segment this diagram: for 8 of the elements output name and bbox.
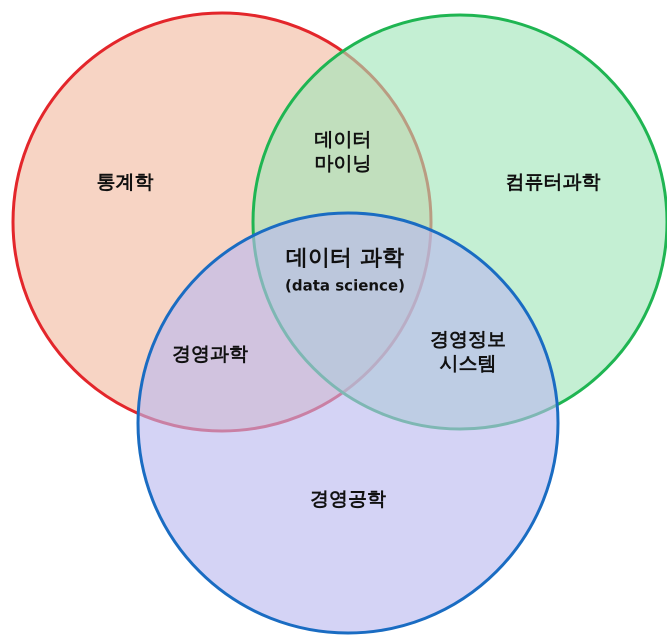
- overlap-label: 경영정보 시스템: [429, 328, 507, 376]
- overlap-label: 데이터 마이닝: [314, 128, 372, 176]
- set-label: 컴퓨터과학: [506, 171, 600, 195]
- overlap-label: 데이터 과학: [285, 244, 405, 272]
- set-label: 통계학: [96, 171, 154, 195]
- overlap-label: 경영과학: [171, 343, 249, 367]
- overlap-label: (data science): [284, 276, 406, 296]
- set-label: 경영공학: [310, 488, 386, 512]
